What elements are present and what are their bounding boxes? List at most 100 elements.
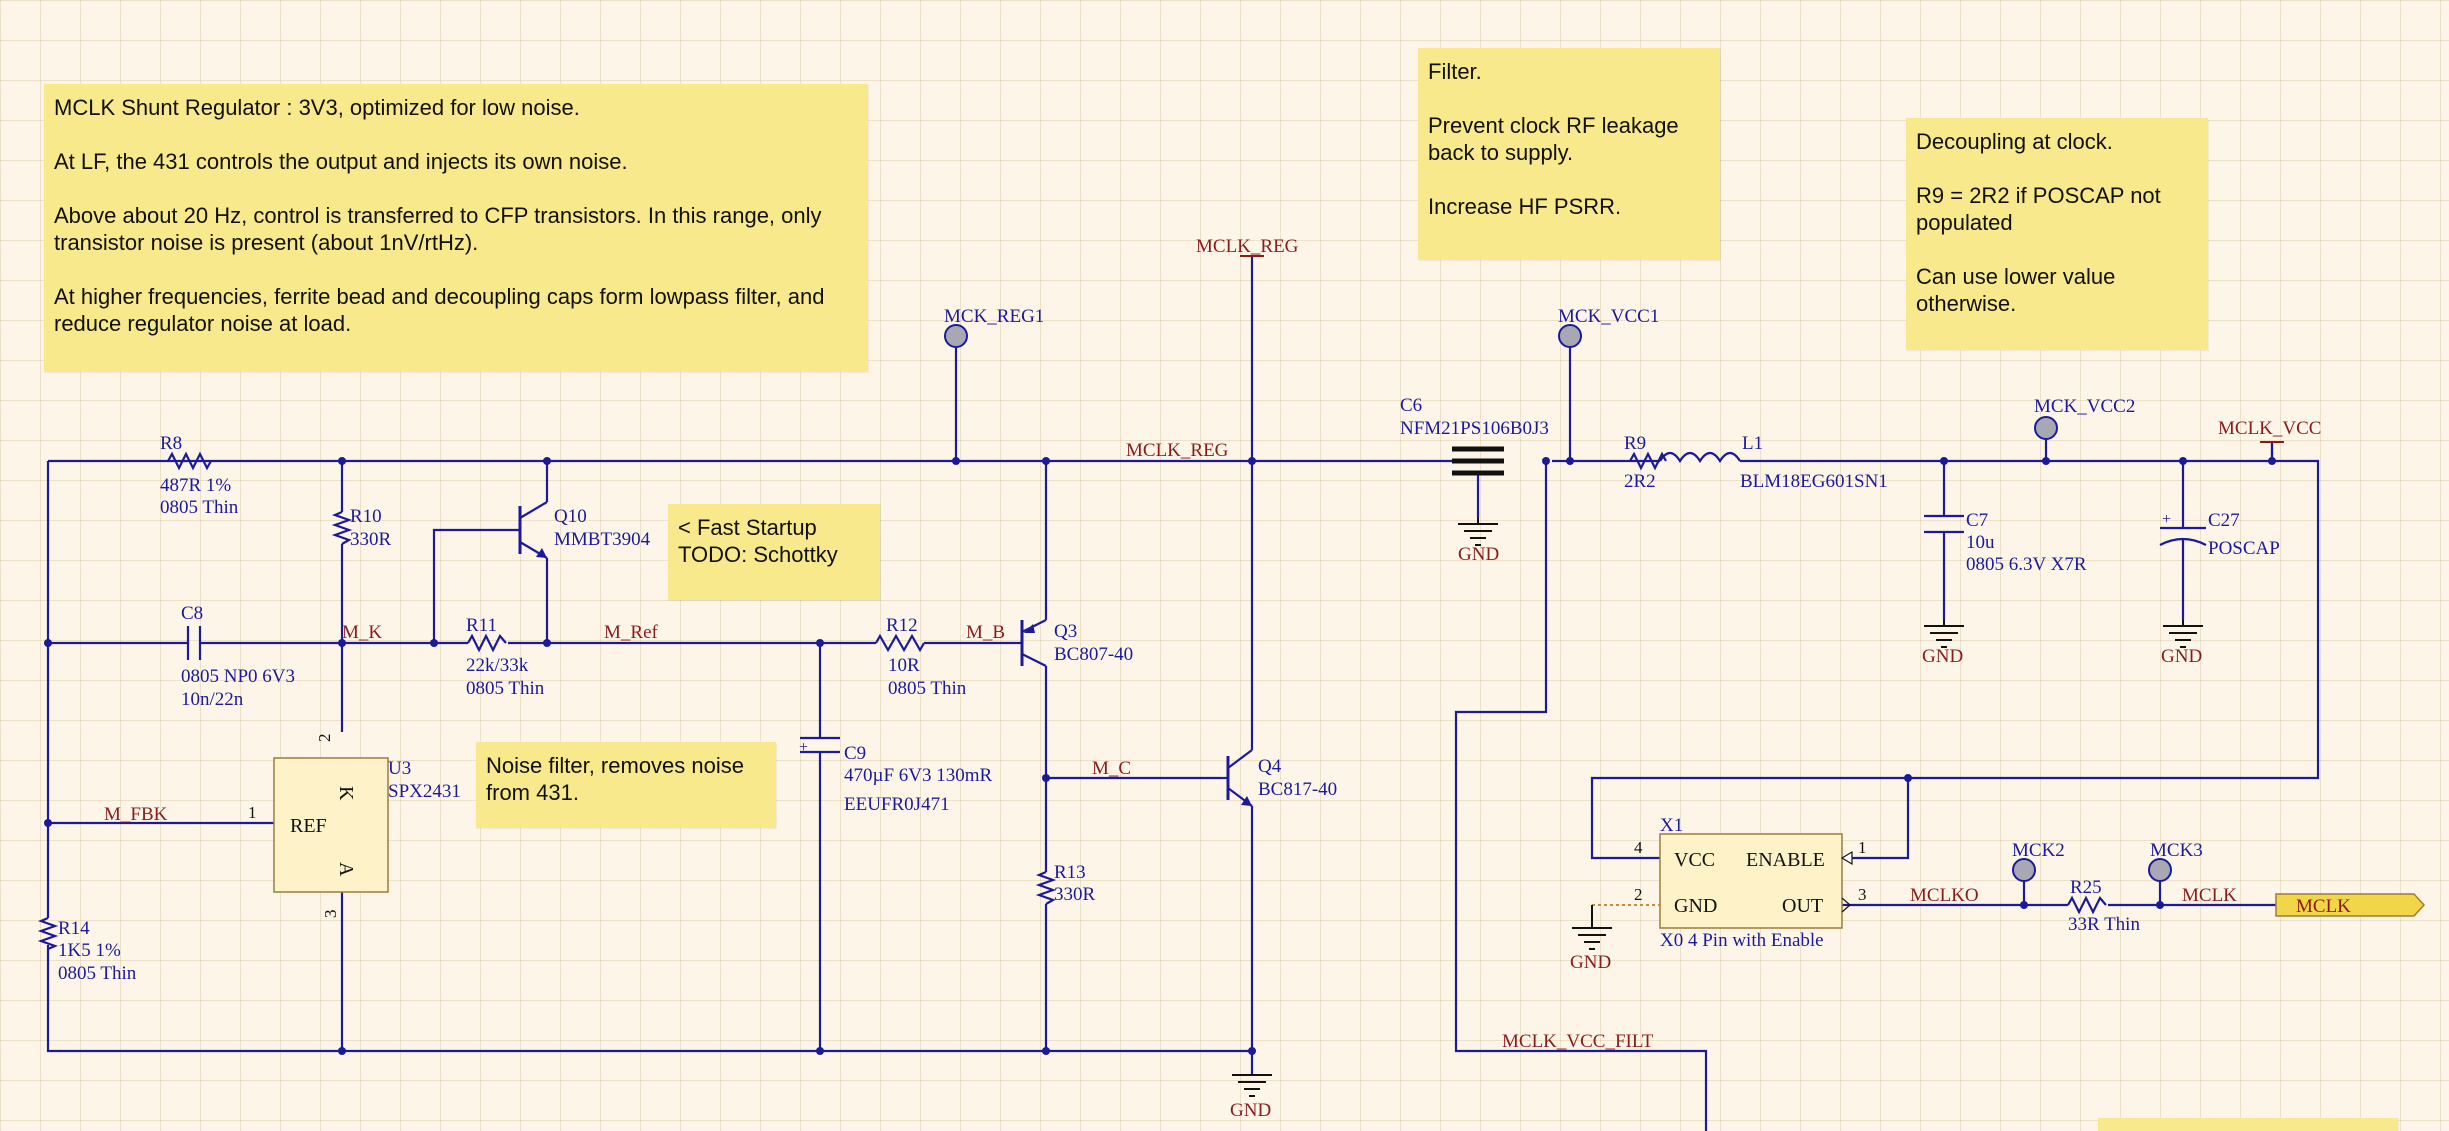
c9-plus-mark: + bbox=[799, 739, 808, 756]
net-label-m-k: M_K bbox=[342, 622, 382, 643]
c27-ref: C27 bbox=[2208, 510, 2240, 531]
c9-value2: EEUFR0J471 bbox=[844, 794, 950, 815]
resistor-r9[interactable]: R9 2R2 bbox=[1624, 433, 1667, 492]
net-label-mclk-reg: MCLK_REG bbox=[1126, 440, 1229, 461]
test-point-mck-reg1[interactable]: MCK_REG1 bbox=[944, 306, 1044, 348]
net-label-m-c: M_C bbox=[1092, 758, 1131, 779]
net-label-m-b: M_B bbox=[966, 622, 1005, 643]
u3-pin-ref-label: REF bbox=[290, 815, 327, 837]
capacitor-c27[interactable]: + C27 POSCAP bbox=[2159, 510, 2280, 559]
capacitor-c9[interactable]: + C9 470µF 6V3 130mR EEUFR0J471 bbox=[799, 736, 993, 815]
l1-value: BLM18EG601SN1 bbox=[1740, 471, 1888, 492]
u3-ref: U3 bbox=[388, 758, 411, 779]
x1-ref: X1 bbox=[1660, 815, 1683, 836]
r9-value: 2R2 bbox=[1624, 471, 1656, 492]
r11-package: 0805 Thin bbox=[466, 678, 545, 699]
ground-main-label: GND bbox=[1230, 1100, 1271, 1121]
ground-x1: GND bbox=[1570, 927, 1612, 973]
q3-ref: Q3 bbox=[1054, 621, 1077, 642]
resistor-r8[interactable]: R8 487R 1% 0805 Thin bbox=[160, 433, 239, 518]
ground-c6-label: GND bbox=[1458, 544, 1499, 565]
mclk-vcc-power-label: MCLK_VCC bbox=[2218, 418, 2321, 439]
resistor-r13[interactable]: R13 330R bbox=[1035, 862, 1096, 905]
mck-vcc1-label: MCK_VCC1 bbox=[1558, 306, 1659, 327]
r25-value: 33R Thin bbox=[2068, 914, 2140, 935]
ground-c7: GND bbox=[1922, 620, 1964, 667]
u3-pin2: 2 bbox=[315, 734, 334, 743]
x1-value: X0 4 Pin with Enable bbox=[1660, 930, 1824, 951]
ground-main: GND bbox=[1230, 1074, 1272, 1121]
r11-ref: R11 bbox=[466, 615, 497, 636]
ic-x1[interactable]: VCC ENABLE GND OUT 4 1 2 3 X0 4 Pin with… bbox=[1591, 815, 1867, 951]
ground-c6: GND bbox=[1458, 518, 1499, 565]
u3-pin3: 3 bbox=[321, 910, 340, 919]
power-port-mclk-reg[interactable]: MCLK_REG bbox=[1196, 236, 1299, 257]
r10-ref: R10 bbox=[350, 506, 382, 527]
r14-ref: R14 bbox=[58, 918, 90, 939]
junctions bbox=[44, 457, 2276, 1055]
q4-ref: Q4 bbox=[1258, 756, 1282, 777]
wires bbox=[46, 256, 2320, 1131]
net-label-mclk-vcc-filt: MCLK_VCC_FILT bbox=[1502, 1031, 1654, 1052]
test-point-mck-vcc2[interactable]: MCK_VCC2 bbox=[2034, 396, 2135, 440]
u3-pin-a-label: A bbox=[335, 862, 357, 877]
x1-pin-vcc-label: VCC bbox=[1674, 849, 1715, 871]
transistor-q10[interactable]: Q10 MMBT3904 bbox=[518, 501, 651, 559]
mck3-label: MCK3 bbox=[2150, 840, 2203, 861]
c8-value2: 10n/22n bbox=[181, 689, 244, 710]
c27-plus-mark: + bbox=[2162, 511, 2171, 528]
transistor-q3[interactable]: Q3 BC807-40 bbox=[1020, 619, 1133, 667]
r13-ref: R13 bbox=[1054, 862, 1086, 883]
resistor-r10[interactable]: R10 330R bbox=[331, 506, 392, 550]
r9-ref: R9 bbox=[1624, 433, 1646, 454]
resistor-r12[interactable]: R12 10R 0805 Thin bbox=[875, 615, 967, 699]
capacitor-c8[interactable]: C8 0805 NP0 6V3 10n/22n bbox=[181, 603, 295, 710]
transistor-q4[interactable]: Q4 BC817-40 bbox=[1222, 749, 1337, 807]
r12-value: 10R bbox=[888, 655, 920, 676]
note-filter: Filter. Prevent clock RF leakage back to… bbox=[1418, 48, 1720, 260]
r8-value: 487R 1% bbox=[160, 475, 231, 496]
test-point-mck3[interactable]: MCK3 bbox=[2148, 840, 2203, 882]
ground-x1-label: GND bbox=[1570, 952, 1611, 973]
u3-pin1: 1 bbox=[248, 803, 257, 822]
power-port-mclk-vcc[interactable]: MCLK_VCC bbox=[2218, 418, 2321, 461]
x1-pin-enable-label: ENABLE bbox=[1746, 849, 1825, 871]
x1-pin-out-label: OUT bbox=[1782, 895, 1823, 917]
net-label-mclko: MCLKO bbox=[1910, 885, 1979, 906]
c7-package: 0805 6.3V X7R bbox=[1966, 554, 2087, 575]
port-mclk[interactable]: MCLK bbox=[2275, 893, 2426, 917]
resistor-r11[interactable]: R11 22k/33k 0805 Thin bbox=[466, 615, 545, 699]
c7-ref: C7 bbox=[1966, 510, 1988, 531]
ground-c27: GND bbox=[2161, 620, 2203, 667]
net-label-m-fbk: M_FBK bbox=[104, 804, 168, 825]
c7-value: 10u bbox=[1966, 532, 1995, 553]
c9-value: 470µF 6V3 130mR bbox=[844, 765, 993, 786]
x1-pin3: 3 bbox=[1858, 885, 1867, 904]
mck-vcc2-label: MCK_VCC2 bbox=[2034, 396, 2135, 417]
filter-c6[interactable]: C6 NFM21PS106B0J3 bbox=[1400, 395, 1549, 476]
test-point-mck2[interactable]: MCK2 bbox=[2012, 840, 2065, 882]
ground-c7-label: GND bbox=[1922, 646, 1963, 667]
r10-value: 330R bbox=[350, 529, 392, 550]
c6-value: NFM21PS106B0J3 bbox=[1400, 418, 1549, 439]
r12-ref: R12 bbox=[886, 615, 918, 636]
x1-pin4: 4 bbox=[1634, 838, 1643, 857]
u3-pin-k-label: K bbox=[335, 786, 357, 801]
c9-ref: C9 bbox=[844, 743, 866, 764]
resistor-r14[interactable]: R14 1K5 1% 0805 Thin bbox=[37, 916, 137, 984]
ic-u3[interactable]: REF K A 1 2 3 U3 SPX2431 bbox=[248, 734, 461, 919]
test-point-mck-vcc1[interactable]: MCK_VCC1 bbox=[1558, 306, 1659, 348]
r8-package: 0805 Thin bbox=[160, 497, 239, 518]
mck-reg1-label: MCK_REG1 bbox=[944, 306, 1044, 327]
q10-value: MMBT3904 bbox=[554, 529, 651, 550]
q4-value: BC817-40 bbox=[1258, 779, 1337, 800]
inductor-l1[interactable]: L1 BLM18EG601SN1 bbox=[1659, 433, 1888, 492]
x1-pin1: 1 bbox=[1858, 838, 1867, 857]
note-noise-filter: Noise filter, removes noise from 431. bbox=[476, 742, 776, 828]
capacitor-c7[interactable]: C7 10u 0805 6.3V X7R bbox=[1924, 510, 2087, 575]
r8-ref: R8 bbox=[160, 433, 182, 454]
q3-value: BC807-40 bbox=[1054, 644, 1133, 665]
c27-value: POSCAP bbox=[2208, 538, 2280, 559]
resistor-r25[interactable]: R25 33R Thin bbox=[2067, 877, 2140, 935]
